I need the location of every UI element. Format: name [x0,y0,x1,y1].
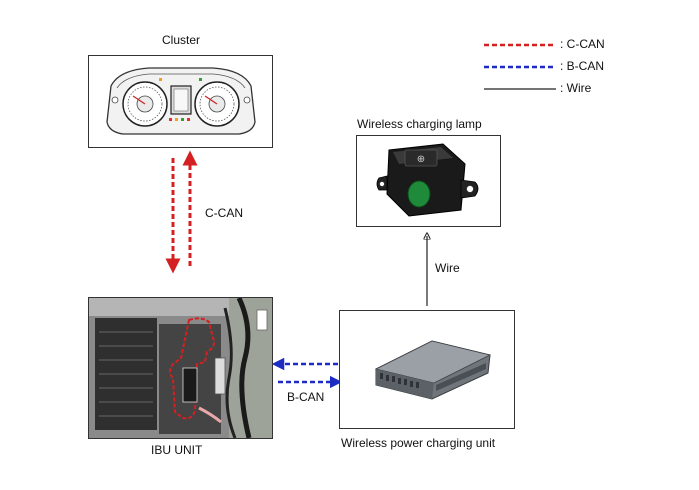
lamp-box: ⊕ [356,135,501,227]
lamp-title: Wireless charging lamp [357,117,482,131]
legend-b-can-label: : B-CAN [560,59,605,73]
cluster-title: Cluster [162,33,201,47]
charger-title: Wireless power charging unit [341,436,496,450]
cluster-image [106,67,256,135]
legend-c-can-label: : C-CAN [560,37,605,51]
charger-image [374,340,492,400]
ibu-title: IBU UNIT [151,443,203,457]
b-can-connection-label: B-CAN [287,390,325,404]
charger-box [339,310,515,429]
c-can-connection-label: C-CAN [205,206,243,220]
legend-wire-label: : Wire [560,81,592,95]
ibu-box [88,297,273,439]
svg-text:⊕: ⊕ [417,154,425,165]
wire-connection-label: Wire [435,261,460,275]
cluster-box [88,55,273,148]
lamp-image: ⊕ [376,143,479,217]
ibu-image [89,298,272,438]
